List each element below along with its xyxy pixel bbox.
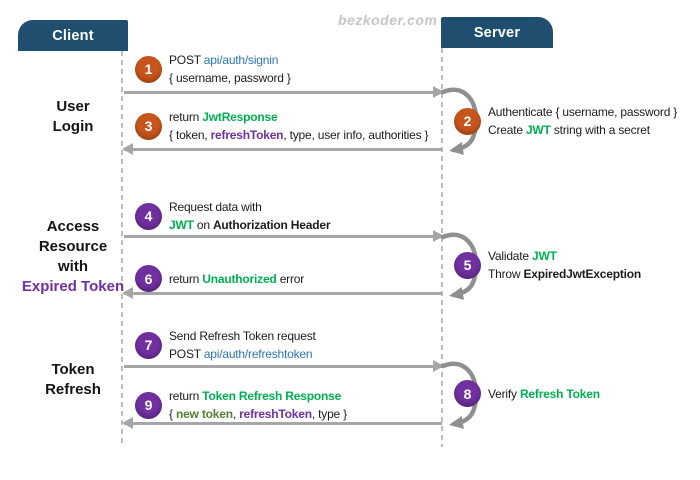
- refreshtoken-endpoint: api/auth/refreshtoken: [203, 347, 313, 361]
- arrowhead-right-icon: [433, 360, 444, 372]
- step-4-message: 4 Request data with JWT on Authorization…: [135, 198, 330, 234]
- actor-server: Server: [441, 17, 553, 48]
- actor-client: Client: [18, 20, 128, 51]
- step-1-badge: 1: [135, 55, 162, 83]
- signin-endpoint: api/auth/signin: [203, 53, 279, 67]
- section-token-refresh: Token Refresh: [45, 361, 101, 398]
- arrow-refresh-request: [124, 360, 444, 372]
- step-9-message: 9 return Token Refresh Response { new to…: [135, 387, 347, 423]
- step-8-badge: 8: [454, 380, 481, 407]
- arrow-signin-request: [124, 86, 444, 98]
- arrow-unauthorized: [122, 287, 442, 299]
- step-8-message: 8 Verify Refresh Token: [454, 380, 600, 407]
- watermark: bezkoder.com: [338, 12, 438, 28]
- arrow-jwt-response: [122, 143, 442, 155]
- step-6-message: 6 return Unauthorized error: [135, 265, 304, 292]
- arrowhead-right-icon: [433, 86, 444, 98]
- actor-server-label: Server: [473, 24, 521, 41]
- arrowhead-left-icon: [122, 143, 133, 155]
- step-9-badge: 9: [135, 391, 162, 419]
- arrowhead-right-icon: [433, 230, 444, 242]
- section-access-resource-expired-token: Access Resource with Expired Token: [3, 217, 143, 297]
- step-4-badge: 4: [135, 202, 162, 230]
- step-7-message: 7 Send Refresh Token request POST api/au…: [135, 327, 316, 363]
- arrowhead-left-icon: [122, 417, 133, 429]
- expired-token-highlight: Expired Token: [21, 278, 125, 295]
- section-user-login: User Login: [52, 98, 94, 135]
- actor-client-label: Client: [52, 27, 94, 44]
- step-6-badge: 6: [135, 265, 162, 292]
- arrow-data-request: [124, 230, 444, 242]
- step-5-message: 5 Validate JWT Throw ExpiredJwtException: [454, 247, 641, 283]
- client-lifeline: [121, 51, 123, 447]
- step-5-badge: 5: [454, 251, 481, 279]
- arrow-refresh-response: [122, 417, 442, 429]
- step-3-message: 3 return JwtResponse { token, refreshTok…: [135, 108, 429, 144]
- step-2-message: 2 Authenticate { username, password } Cr…: [454, 103, 677, 139]
- step-2-badge: 2: [454, 107, 481, 135]
- step-3-badge: 3: [135, 112, 162, 140]
- step-7-badge: 7: [135, 331, 162, 359]
- server-lifeline: [441, 48, 443, 447]
- step-1-message: 1 POST api/auth/signin { username, passw…: [135, 51, 291, 87]
- arrowhead-left-icon: [122, 287, 133, 299]
